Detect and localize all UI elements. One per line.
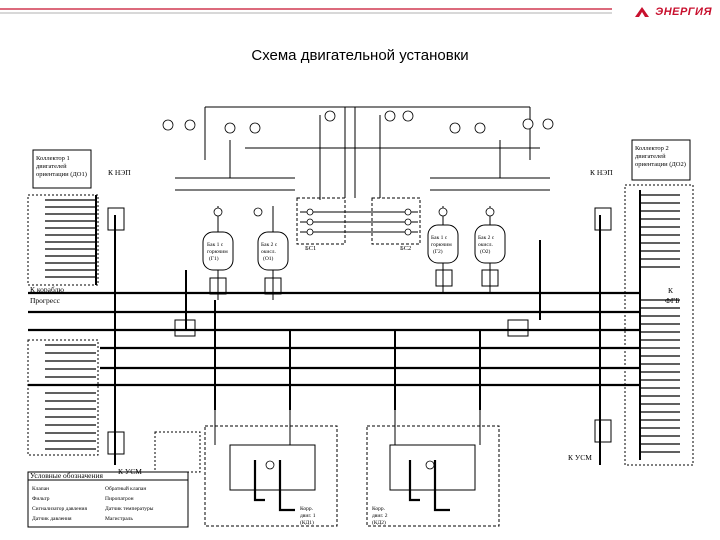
collector-right-label-1: Коллектор 2 [635,145,669,152]
collector-right-label-2: двигателей [635,153,666,160]
collector-left-label-2: двигателей [36,163,67,170]
tank1-left-label: Бак 1 с [207,242,224,248]
top-bar-lines [0,8,612,14]
legend-item-3: Датчик давления [32,516,72,522]
legend-item-5: Пиропатрон [105,496,134,502]
legend-item-4: Обратный клапан [105,485,146,492]
kd2-label-2: двиг. 2 [372,513,388,519]
kd1-label-3: (КД1) [300,519,314,526]
tank1-right-label-3: (Г2) [433,248,443,255]
legend-item-0: Клапан [32,486,49,492]
k-nep-left-label: К НЭП [108,168,131,177]
k-progress-label-2: Прогресс [30,296,61,305]
tank2-left-label-3: (О1) [263,255,274,262]
tank1-right-label-2: горючим [431,242,452,248]
collector-right-label-3: ориентации (ДО2) [635,161,686,168]
tank1-right-label: Бак 1 с [431,235,448,241]
k-fgb-label-2: ФГБ [665,296,680,305]
logo-text: ЭНЕРГИЯ [655,6,712,18]
bs1-label: БС1 [305,245,316,252]
logo-emblem-icon [635,7,650,17]
tank2-right-label: Бак 2 с [478,235,495,241]
legend-item-1: Фильтр [32,496,50,502]
top-bar [0,0,720,22]
legend-item-7: Магистраль [105,516,133,522]
tank2-left-label-2: окисл. [261,249,277,255]
k-progress-label-1: К кораблю [30,285,64,294]
energia-logo: ЭНЕРГИЯ [633,3,712,21]
kd1-label-1: Корр. [300,506,314,512]
collector-left-label-3: ориентации (ДО1) [36,171,87,178]
tank1-left-label-3: (Г1) [209,255,219,262]
legend-item-6: Датчик температуры [105,506,154,512]
bs2-label: БС2 [400,245,411,252]
page-title: Схема двигательной установки [251,47,469,64]
tank2-right-label-3: (О2) [480,248,491,255]
k-nep-right-label: К НЭП [590,168,613,177]
tank2-right-label-2: окисл. [478,242,494,248]
legend-title: Условные обозначения [30,471,103,480]
k-usm-right-label: К УСМ [568,453,592,462]
k-usm-left-label: К УСМ [118,467,142,476]
kd2-label-3: (КД2) [372,519,386,526]
kd2-label-1: Корр. [372,506,386,512]
k-fgb-label-1: К [668,286,674,295]
tank2-left-label: Бак 2 с [261,242,278,248]
legend-item-2: Сигнализатор давления [32,506,88,512]
kd1-label-2: двиг. 1 [300,513,316,519]
tank1-left-label-2: горючим [207,249,228,255]
collector-left-label-1: Коллектор 1 [36,155,70,162]
